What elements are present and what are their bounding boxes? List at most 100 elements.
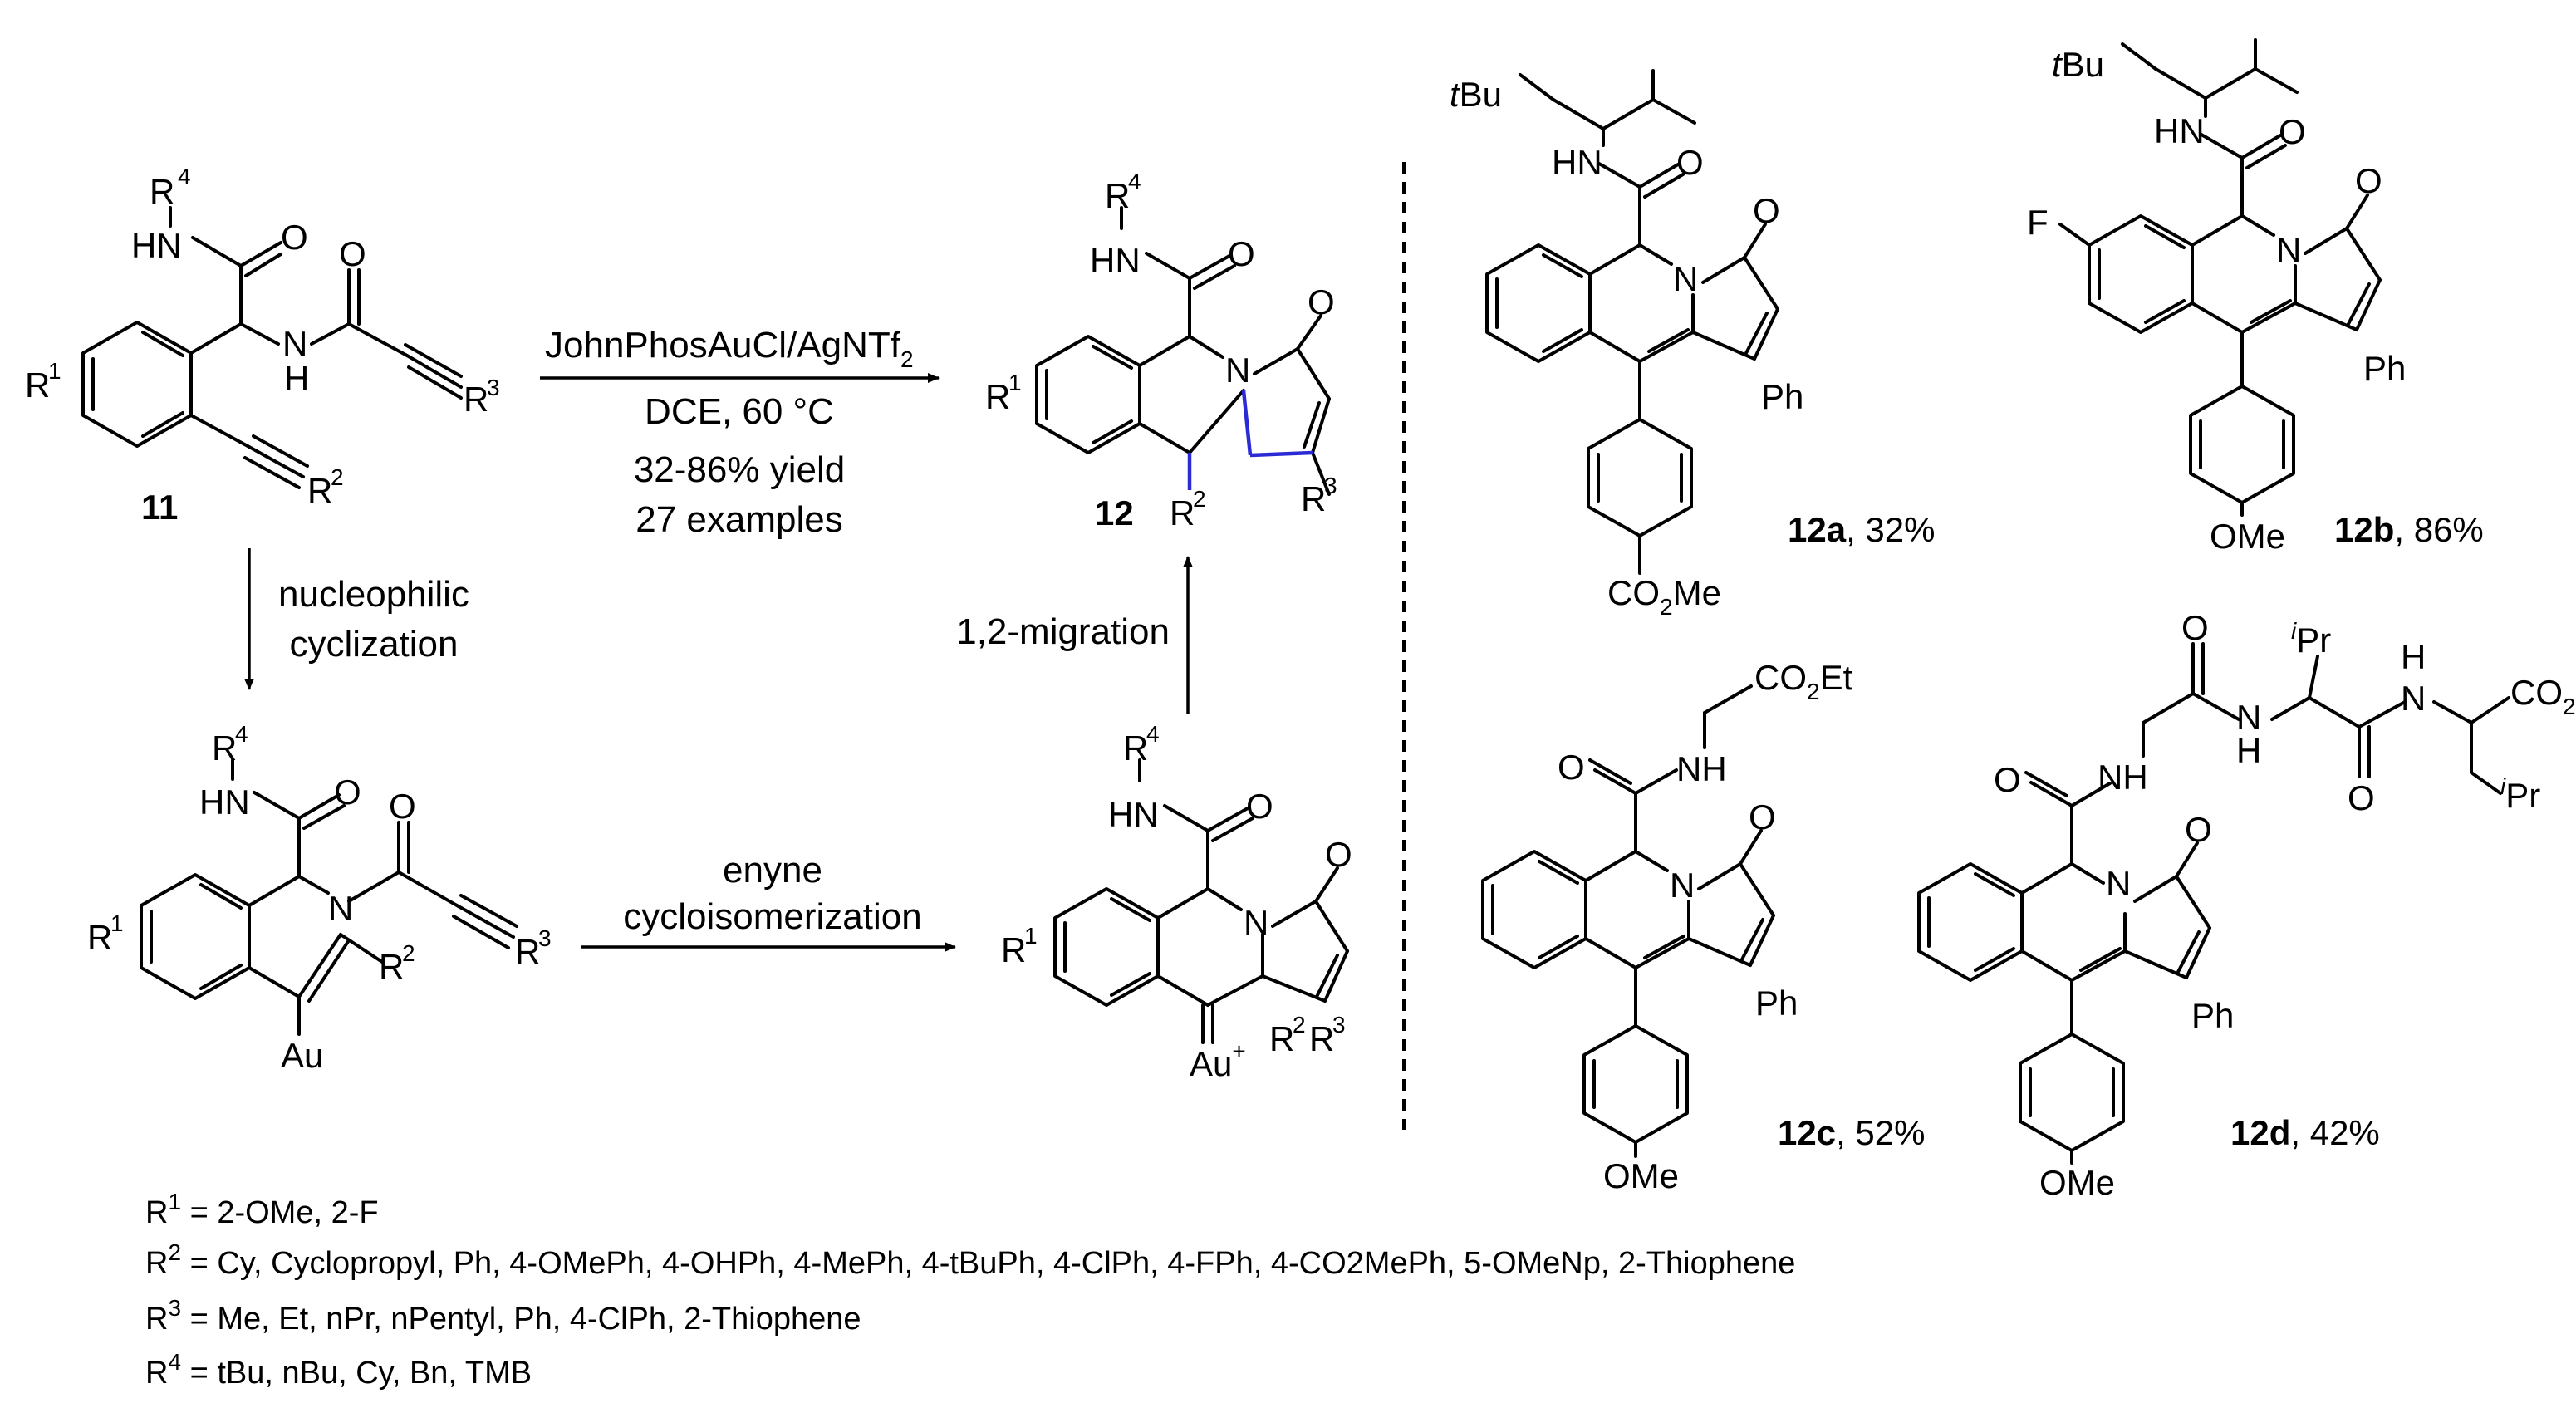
svg-text:OMe: OMe (2039, 1163, 2115, 1202)
svg-text:O: O (1308, 282, 1335, 321)
svg-text:NH: NH (1676, 749, 1727, 788)
svg-text:H: H (2236, 731, 2261, 770)
gold-carbene-structure (1053, 758, 1349, 1044)
svg-text:iPr: iPr (2291, 618, 2331, 660)
svg-text:4: 4 (178, 164, 191, 189)
svg-text:N: N (2236, 698, 2261, 737)
substituent-legend: R1 = 2-OMe, 2-F R2 = Cy, Cyclopropyl, Ph… (145, 1189, 1795, 1391)
compound-12d-label: 12d, 42% (2230, 1113, 2380, 1152)
svg-text:1: 1 (1024, 923, 1038, 949)
catalyst-label: JohnPhosAuCl/AgNTf2 (545, 325, 914, 372)
svg-text:O: O (389, 787, 416, 826)
compound-12a-label: 12a, 32% (1788, 510, 1935, 549)
svg-text:O: O (1228, 234, 1255, 273)
svg-text:3: 3 (1332, 1012, 1346, 1038)
svg-text:2: 2 (402, 940, 415, 966)
svg-text:CO2Me: CO2Me (2510, 673, 2576, 719)
step2-label-line2: cycloisomerization (623, 896, 921, 937)
svg-text:R: R (985, 377, 1010, 416)
solvent-temp-label: DCE, 60 °C (645, 391, 834, 432)
svg-text:N: N (2106, 864, 2131, 903)
compound-12d-structure (1917, 642, 2510, 1165)
step1-label-line2: cyclization (290, 624, 459, 665)
svg-text:tBu: tBu (2052, 45, 2104, 84)
svg-text:R: R (1269, 1019, 1294, 1058)
svg-text:O: O (334, 773, 361, 812)
svg-text:F: F (2027, 203, 2049, 242)
svg-text:HN: HN (1090, 241, 1141, 280)
r2-label: R (307, 471, 332, 510)
r1-label: R (25, 365, 50, 405)
svg-text:Ph: Ph (2363, 349, 2406, 388)
yield-label: 32-86% yield (634, 449, 845, 490)
svg-text:N: N (2401, 679, 2426, 718)
svg-text:R: R (1105, 176, 1130, 215)
compound-12c-structure (1481, 684, 1775, 1158)
step3-label: 1,2-migration (956, 611, 1170, 652)
svg-text:N: N (1225, 351, 1250, 390)
o-label: O (339, 234, 366, 273)
svg-text:HN: HN (199, 782, 250, 822)
svg-text:N: N (1244, 903, 1268, 942)
svg-text:Ph: Ph (1761, 377, 1803, 416)
svg-text:O: O (2355, 161, 2382, 200)
svg-text:1: 1 (48, 358, 61, 384)
svg-text:CO2Et: CO2Et (1754, 658, 1853, 704)
o-label: O (281, 218, 308, 257)
svg-text:O: O (1325, 835, 1352, 874)
compound-12b-structure (2058, 38, 2382, 517)
svg-text:O: O (2348, 778, 2375, 817)
svg-text:HN: HN (2154, 111, 2205, 150)
svg-text:H: H (2401, 637, 2426, 676)
svg-text:HN: HN (1552, 143, 1602, 182)
svg-text:2: 2 (331, 464, 344, 490)
svg-text:R: R (515, 932, 540, 971)
compound-11-structure (81, 206, 463, 489)
svg-text:R: R (87, 918, 112, 957)
svg-text:Ph: Ph (1755, 984, 1798, 1023)
svg-text:OMe: OMe (1603, 1156, 1679, 1195)
svg-text:O: O (1676, 143, 1704, 182)
svg-text:R: R (1123, 729, 1148, 768)
svg-text:1: 1 (110, 910, 124, 936)
examples-label: 27 examples (635, 499, 842, 540)
svg-text:CO2Me: CO2Me (1607, 573, 1721, 620)
r4-label: R2 (150, 172, 174, 211)
compound-12c-label: 12c, 52% (1778, 1113, 1925, 1152)
compound-12-structure (1035, 206, 1331, 496)
svg-text:OMe: OMe (2210, 517, 2285, 556)
svg-text:2: 2 (1293, 1012, 1306, 1038)
svg-text:iPr: iPr (2500, 773, 2540, 815)
svg-text:R: R (1309, 1019, 1334, 1058)
legend-r1: R1 = 2-OMe, 2-F (145, 1189, 379, 1230)
step2-label-line1: enyne (723, 850, 822, 890)
svg-text:N: N (1673, 259, 1698, 298)
svg-text:N: N (2276, 230, 2301, 269)
h-label: H (284, 359, 309, 398)
legend-r2: R2 = Cy, Cyclopropyl, Ph, 4-OMePh, 4-OHP… (145, 1239, 1795, 1281)
svg-text:R: R (379, 947, 404, 986)
svg-text:NH: NH (2098, 758, 2148, 797)
svg-text:O: O (1753, 191, 1780, 230)
svg-text:4: 4 (1146, 721, 1160, 747)
svg-text:2: 2 (1193, 486, 1206, 512)
r3-label: R (464, 380, 488, 419)
compound-12-label: 12 (1095, 493, 1134, 532)
compound-12b-label: 12b, 86% (2334, 510, 2484, 549)
svg-text:N: N (328, 889, 353, 928)
svg-text:Ph: Ph (2191, 996, 2234, 1035)
svg-text:1: 1 (1008, 370, 1022, 395)
gold-intermediate-structure (140, 758, 518, 1036)
svg-text:3: 3 (487, 375, 500, 400)
svg-text:O: O (1558, 748, 1585, 787)
svg-text:R: R (1001, 930, 1026, 969)
n-label: N (282, 324, 307, 363)
svg-text:N: N (1670, 866, 1695, 905)
svg-text:O: O (1246, 787, 1273, 826)
svg-text:R: R (1301, 479, 1326, 518)
svg-text:R: R (1170, 493, 1195, 532)
legend-r3: R3 = Me, Et, nPr, nPentyl, Ph, 4-ClPh, 2… (145, 1295, 861, 1337)
svg-text:HN: HN (1108, 795, 1159, 834)
au-plus-label: Au+ (1190, 1038, 1246, 1083)
